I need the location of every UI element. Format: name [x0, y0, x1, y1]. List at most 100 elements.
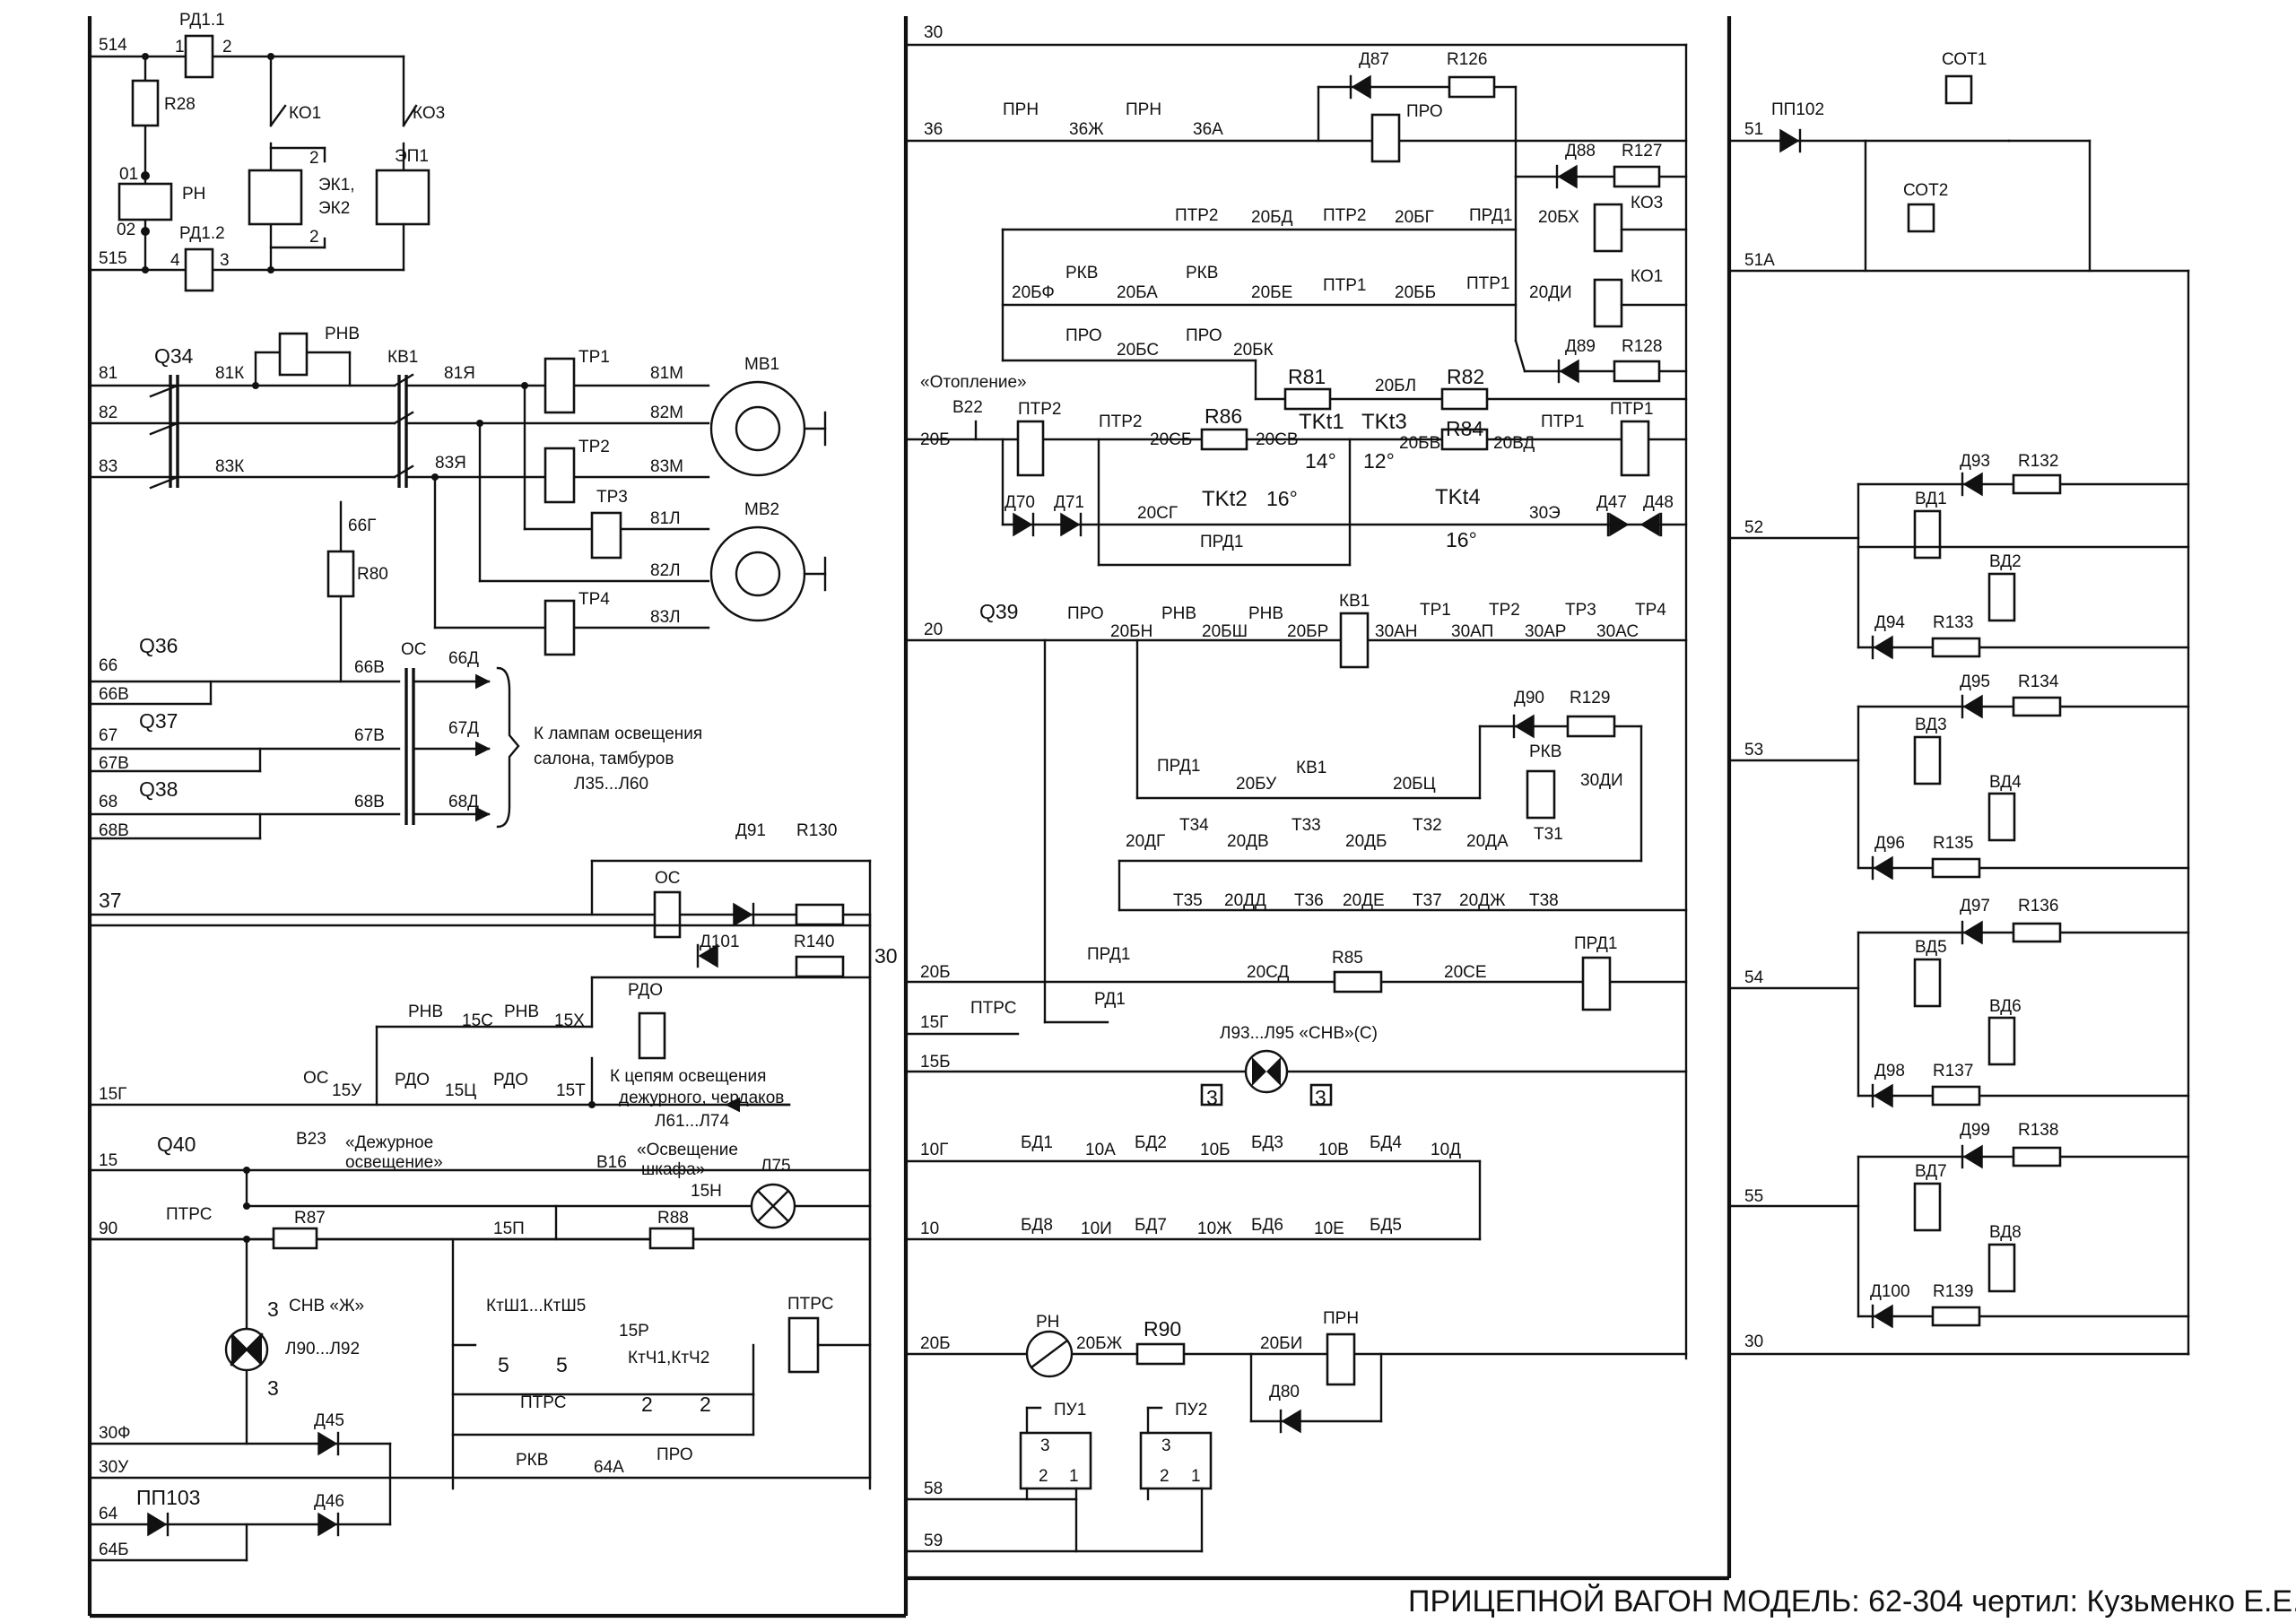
pin-5b: 5 — [556, 1353, 568, 1376]
wire-15c: 15Ц — [445, 1081, 476, 1100]
wire-51: 51 — [1744, 120, 1763, 139]
wire-20bv: 20БВ — [1399, 434, 1440, 453]
relay-rdo1: РДО — [395, 1071, 430, 1089]
lamp-snv-zh: СНВ «Ж» — [289, 1297, 364, 1315]
relay-rd1: РД1 — [1094, 990, 1126, 1009]
resistor-r132: R132 — [2018, 452, 2058, 471]
relay-os3: ОС — [303, 1069, 329, 1088]
resistor-r82: R82 — [1447, 365, 1484, 388]
wire-10b: 10Б — [1200, 1141, 1231, 1159]
thermal-tp1b: ТР1 — [1420, 601, 1451, 620]
wire-67v2: 67В — [354, 726, 385, 745]
note-lamps-3: Л35...Л60 — [574, 775, 648, 794]
wire-53: 53 — [1744, 741, 1763, 759]
sensor-ktsh: КтШ1...КтШ5 — [486, 1297, 586, 1315]
wire-67v: 67В — [99, 754, 129, 773]
wire-81ya: 81Я — [444, 364, 475, 383]
wire-20br: 20БР — [1287, 622, 1328, 641]
wire-37: 37 — [99, 889, 122, 912]
wire-20bn: 20БН — [1110, 622, 1152, 641]
pin-4: 4 — [170, 251, 180, 270]
wire-20dd: 20ДД — [1224, 891, 1266, 910]
relay-prob: ПРО — [1186, 326, 1222, 345]
pin-2a: 2 — [309, 149, 319, 168]
relay-rnv3: РНВ — [1161, 604, 1196, 623]
heater-ep1: ЭП1 — [395, 147, 429, 166]
sensor-t37: Т37 — [1413, 891, 1442, 910]
note-heating: «Отопление» — [920, 373, 1027, 392]
motor-mv2: МВ2 — [744, 500, 779, 519]
wire-90: 90 — [99, 1219, 117, 1238]
wire-68v: 68В — [99, 821, 129, 840]
resistor-r129: R129 — [1570, 689, 1610, 707]
pin-pu3b: 3 — [1161, 1436, 1171, 1455]
labels: 514 515 РД1.1 1 2 РД1.2 4 3 R28 РН 01 02… — [99, 11, 2296, 1619]
wire-30r: 30 — [1744, 1332, 1763, 1351]
relay-prd1a: ПРД1 — [1469, 206, 1513, 225]
wire-20da: 20ДА — [1466, 832, 1509, 851]
note-duty-2: дежурного, чердаков — [619, 1089, 784, 1107]
wire-82m: 82М — [650, 404, 683, 422]
note-duty-light-1: «Дежурное — [345, 1133, 433, 1152]
relay-prn2: ПРН — [1126, 100, 1161, 119]
wire-68: 68 — [99, 793, 117, 812]
diode-d71: Д71 — [1054, 493, 1084, 512]
wire-20bs: 20БС — [1117, 341, 1159, 360]
heater-ek: ЭК1, — [318, 176, 355, 195]
wire-66v2: 66В — [354, 658, 385, 677]
temp-12: 12° — [1363, 449, 1395, 473]
wire-20bg: 20БГ — [1395, 208, 1434, 227]
wire-81k: 81К — [215, 364, 244, 383]
wire-81: 81 — [99, 364, 117, 383]
relay-rdo: РДО — [628, 981, 663, 1000]
relay-ptr1d: ПТР1 — [1610, 400, 1654, 419]
thermal-tp4b: ТР4 — [1635, 601, 1666, 620]
wire-30u: 30У — [99, 1458, 129, 1477]
relay-vd8: ВД8 — [1989, 1223, 2022, 1242]
resistor-r136: R136 — [2018, 897, 2058, 916]
wire-52: 52 — [1744, 518, 1763, 537]
pin-5a: 5 — [498, 1353, 509, 1376]
switch-q40: Q40 — [157, 1133, 196, 1156]
switch-b16: В16 — [596, 1153, 627, 1172]
resistor-r135: R135 — [1933, 834, 1973, 853]
note-duty-3: Л61...Л74 — [655, 1112, 729, 1131]
block-center — [904, 43, 1688, 1553]
pin-3b: 3 — [267, 1376, 279, 1400]
relay-rdo2: РДО — [493, 1071, 528, 1089]
sensor-bd5: БД5 — [1370, 1216, 1402, 1235]
pin-3c: 3 — [1206, 1086, 1218, 1109]
diode-d87: Д87 — [1359, 50, 1389, 69]
sensor-bd4: БД4 — [1370, 1133, 1402, 1152]
diode-d93: Д93 — [1960, 452, 1990, 471]
relay-ko3b: КО3 — [1631, 194, 1663, 213]
switch-b23: В23 — [296, 1130, 326, 1149]
wire-30an: 30АН — [1375, 622, 1418, 641]
wire-81m: 81М — [650, 364, 683, 383]
motor-mv1: МВ1 — [744, 355, 779, 374]
resistor-r137: R137 — [1933, 1062, 1973, 1081]
relay-ptr1c: ПТР1 — [1541, 412, 1585, 431]
relay-prd1b: ПРД1 — [1200, 533, 1244, 551]
wire-10: 10 — [920, 1219, 939, 1238]
relay-prn1: ПРН — [1003, 100, 1039, 119]
socket-pu1: ПУ1 — [1054, 1401, 1086, 1419]
wire-36a: 36А — [1193, 120, 1223, 139]
diode-d91: Д91 — [735, 821, 766, 840]
switch-q36: Q36 — [139, 634, 178, 657]
thermal-tp1: ТР1 — [578, 348, 610, 367]
resistor-r133: R133 — [1933, 613, 1973, 632]
relay-ptrs3: ПТРС — [520, 1393, 566, 1412]
wire-20dv: 20ДВ — [1227, 832, 1269, 851]
wire-82: 82 — [99, 404, 117, 422]
diode-d80: Д80 — [1269, 1383, 1300, 1402]
wire-64b: 64Б — [99, 1541, 129, 1559]
wire-30ar: 30АР — [1525, 622, 1566, 641]
relay-sot1: СОТ1 — [1942, 50, 1987, 69]
wire-515: 515 — [99, 249, 127, 268]
pin-pu3a: 3 — [1040, 1436, 1050, 1455]
sensor-ktch: КтЧ1,КтЧ2 — [628, 1349, 709, 1367]
wire-20bu: 20БУ — [1236, 775, 1277, 794]
wire-20dg: 20ДГ — [1126, 832, 1165, 851]
resistor-r80: R80 — [357, 565, 388, 584]
